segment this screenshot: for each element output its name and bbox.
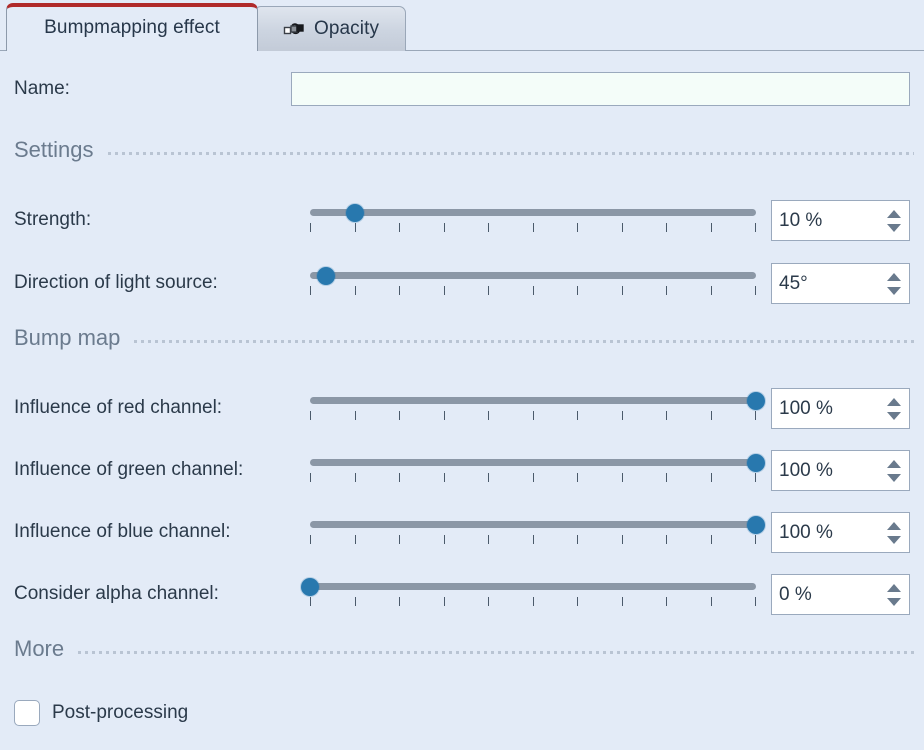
label-blue-channel: Influence of blue channel: [14, 521, 231, 542]
section-bump-map-title: Bump map [14, 325, 121, 350]
spinbox-direction-arrows [879, 264, 909, 303]
spinbox-red-channel-arrows [879, 389, 909, 428]
spinbox-alpha-channel-up-icon[interactable] [887, 583, 901, 592]
section-settings: Settings [0, 133, 924, 167]
spinbox-strength-down-icon[interactable] [887, 223, 901, 232]
spinbox-green-channel-value: 100 % [779, 459, 833, 481]
spinbox-red-channel-value: 100 % [779, 397, 833, 419]
section-bump-map-rule [134, 339, 914, 343]
slider-green-channel-ticks [310, 473, 756, 482]
spinbox-strength-arrows [879, 201, 909, 240]
slider-blue-channel-ticks [310, 535, 756, 544]
tab-bumpmapping-effect-label: Bumpmapping effect [44, 17, 220, 38]
row-strength: Strength: 10 % [0, 197, 924, 243]
label-green-channel: Influence of green channel: [14, 459, 244, 480]
spinbox-strength-value: 10 % [779, 209, 823, 231]
spinbox-direction[interactable]: 45° [771, 263, 910, 304]
name-input[interactable] [291, 72, 910, 106]
row-alpha-channel: Consider alpha channel: 0 % [0, 571, 924, 617]
slider-red-channel[interactable] [310, 388, 765, 428]
slider-alpha-channel-ticks [310, 597, 756, 606]
spinbox-blue-channel[interactable]: 100 % [771, 512, 910, 553]
spinbox-green-channel[interactable]: 100 % [771, 450, 910, 491]
spinbox-green-channel-arrows [879, 451, 909, 490]
spinbox-red-channel-down-icon[interactable] [887, 411, 901, 420]
slider-strength[interactable] [310, 200, 756, 240]
slider-red-channel-ticks [310, 411, 756, 420]
slider-strength-track[interactable] [310, 209, 756, 216]
tab-bar-baseline [0, 50, 924, 51]
slider-blue-channel[interactable] [310, 512, 765, 552]
spinbox-strength-up-icon[interactable] [887, 209, 901, 218]
section-settings-rule [107, 151, 914, 155]
slider-green-channel-track[interactable] [310, 459, 756, 466]
label-alpha-channel: Consider alpha channel: [14, 583, 219, 604]
spinbox-alpha-channel[interactable]: 0 % [771, 574, 910, 615]
row-direction: Direction of light source: 45° [0, 260, 924, 306]
slider-direction-track[interactable] [310, 272, 756, 279]
slider-direction[interactable] [310, 263, 756, 303]
spinbox-green-channel-up-icon[interactable] [887, 459, 901, 468]
tab-opacity[interactable]: Opacity [254, 6, 406, 51]
label-direction: Direction of light source: [14, 272, 218, 293]
curve-nodes-icon [281, 17, 305, 41]
slider-blue-channel-track[interactable] [310, 521, 756, 528]
checkbox-post-processing[interactable] [14, 700, 40, 726]
slider-strength-handle[interactable] [345, 204, 364, 222]
slider-red-channel-track[interactable] [310, 397, 756, 404]
spinbox-blue-channel-up-icon[interactable] [887, 521, 901, 530]
spinbox-alpha-channel-down-icon[interactable] [887, 597, 901, 606]
spinbox-red-channel[interactable]: 100 % [771, 388, 910, 429]
slider-green-channel-handle[interactable] [747, 454, 765, 472]
slider-alpha-channel[interactable] [301, 574, 756, 614]
spinbox-direction-value: 45° [779, 272, 808, 294]
slider-strength-ticks [310, 223, 756, 232]
tab-bar: Bumpmapping effect Opacity [0, 0, 924, 51]
section-bump-map: Bump map [0, 321, 924, 355]
section-more: More [0, 632, 924, 666]
tab-bumpmapping-effect[interactable]: Bumpmapping effect [6, 3, 258, 51]
spinbox-blue-channel-down-icon[interactable] [887, 535, 901, 544]
name-row: Name: [0, 69, 924, 109]
section-settings-title: Settings [14, 137, 94, 162]
spinbox-blue-channel-arrows [879, 513, 909, 552]
slider-alpha-channel-track[interactable] [310, 583, 756, 590]
spinbox-alpha-channel-value: 0 % [779, 583, 812, 605]
panel-content: Name: Settings Strength: 10 % Direction … [0, 51, 924, 750]
spinbox-blue-channel-value: 100 % [779, 521, 833, 543]
row-blue-channel: Influence of blue channel: 100 % [0, 509, 924, 555]
spinbox-direction-up-icon[interactable] [887, 272, 901, 281]
row-post-processing[interactable]: Post-processing [0, 698, 924, 728]
slider-direction-ticks [310, 286, 756, 295]
spinbox-direction-down-icon[interactable] [887, 286, 901, 295]
slider-alpha-channel-handle[interactable] [301, 578, 319, 596]
section-more-rule [78, 650, 914, 654]
slider-red-channel-handle[interactable] [747, 392, 765, 410]
name-label: Name: [14, 78, 70, 99]
spinbox-strength[interactable]: 10 % [771, 200, 910, 241]
slider-blue-channel-handle[interactable] [747, 516, 765, 534]
spinbox-green-channel-down-icon[interactable] [887, 473, 901, 482]
spinbox-red-channel-up-icon[interactable] [887, 397, 901, 406]
spinbox-alpha-channel-arrows [879, 575, 909, 614]
slider-green-channel[interactable] [310, 450, 765, 490]
slider-direction-handle[interactable] [317, 267, 336, 285]
label-strength: Strength: [14, 209, 92, 230]
row-red-channel: Influence of red channel: 100 % [0, 385, 924, 431]
checkbox-post-processing-label: Post-processing [52, 702, 189, 723]
section-more-title: More [14, 636, 65, 661]
row-green-channel: Influence of green channel: 100 % [0, 447, 924, 493]
label-red-channel: Influence of red channel: [14, 397, 223, 418]
tab-opacity-label: Opacity [313, 18, 380, 39]
